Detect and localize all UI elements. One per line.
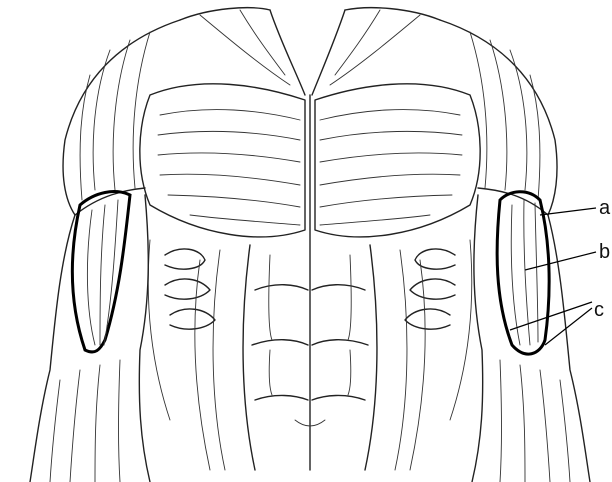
leader-c2	[545, 308, 592, 345]
serratus-left	[148, 240, 215, 420]
leader-lines	[510, 208, 596, 345]
label-a: a	[599, 197, 611, 219]
deltoid-right	[440, 20, 557, 215]
serratus-right	[405, 240, 472, 420]
label-b: b	[599, 241, 610, 263]
arm-right	[472, 192, 590, 482]
leader-c1	[510, 302, 592, 330]
leader-b	[525, 252, 596, 270]
label-c: c	[594, 299, 604, 321]
deltoid-left	[63, 20, 180, 215]
neck	[180, 8, 440, 95]
arm-left	[30, 192, 150, 482]
biceps-right-outline	[497, 192, 549, 354]
pectoral-right	[315, 84, 480, 237]
leader-a	[540, 208, 596, 215]
pectoral-left	[140, 84, 305, 237]
